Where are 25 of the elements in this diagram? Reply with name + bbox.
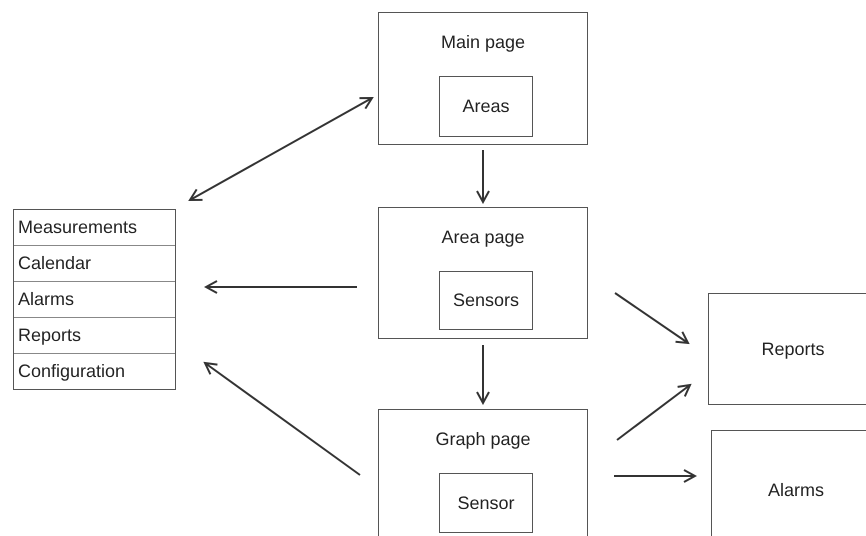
page-box (378, 207, 588, 339)
page-title: Main page (440, 31, 526, 54)
page-title: Area page (440, 226, 526, 249)
arrow (205, 280, 357, 294)
arrow (476, 345, 490, 404)
arrow (616, 384, 691, 441)
content-box: Sensor (439, 473, 533, 533)
page-box (378, 12, 588, 145)
menu-item: Configuration (14, 353, 175, 389)
content-box: Sensors (439, 271, 533, 330)
menu-item: Calendar (14, 245, 175, 281)
content-box: Alarms (711, 430, 866, 536)
content-box: Reports (708, 293, 866, 405)
arrow (614, 292, 689, 344)
menu-item: Measurements (17, 216, 138, 239)
arrow (614, 469, 696, 483)
menu-item: Reports (14, 317, 175, 353)
page-box (378, 409, 588, 536)
arrow (476, 150, 490, 203)
page-title: Graph page (434, 428, 532, 451)
menu-item: Alarms (14, 281, 175, 317)
menu-list (13, 209, 176, 390)
arrow (204, 362, 361, 476)
content-box: Areas (439, 76, 533, 137)
arrow (189, 97, 373, 201)
